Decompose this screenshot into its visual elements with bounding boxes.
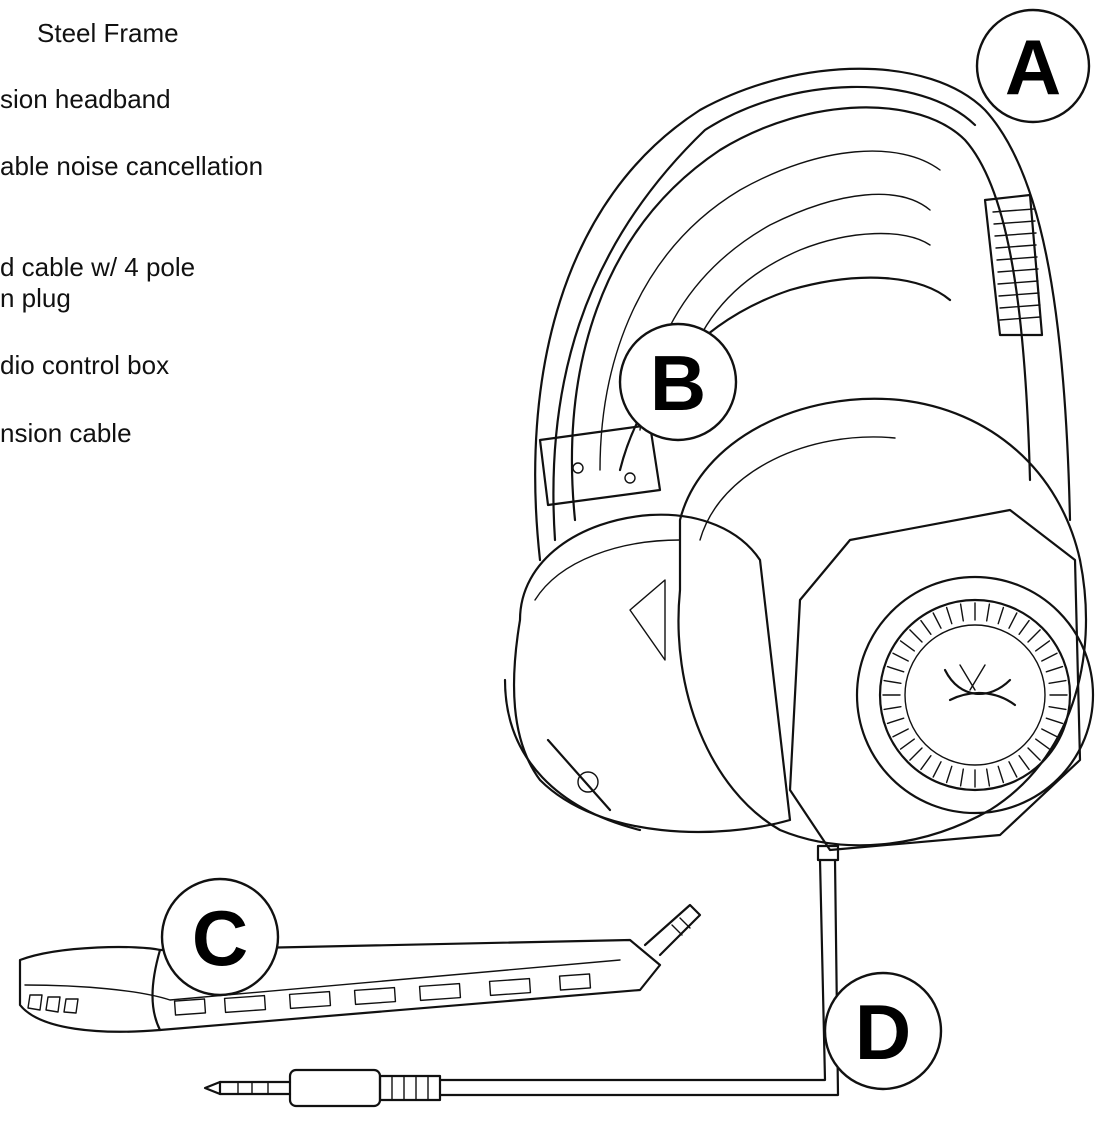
right-ear-cup (677, 397, 1095, 852)
vent-slot (1027, 747, 1041, 761)
vent-slot (1018, 755, 1030, 771)
vent-slot (1048, 679, 1067, 684)
callout-a-label: A (1005, 23, 1061, 111)
callout-a: A (975, 8, 1091, 124)
vent-slot (959, 603, 964, 622)
left-ear-cup (503, 513, 792, 834)
legend-cable-line2: n plug (0, 283, 71, 313)
legend-extension-cable: nsion cable (0, 418, 132, 448)
vent-slot (892, 728, 909, 738)
headband (534, 67, 1072, 562)
vent-slot (1034, 738, 1051, 750)
slider-grip-ridges (992, 208, 1041, 321)
callout-c-label: C (192, 894, 248, 982)
vent-slot (1008, 761, 1018, 778)
four-pole-plug (203, 1068, 442, 1108)
vent-slot (886, 717, 905, 725)
vent-slot (997, 765, 1005, 784)
legend-control-box: dio control box (0, 350, 170, 380)
vent-slot (883, 679, 902, 684)
vent-slot (959, 768, 964, 787)
callout-d: D (823, 971, 943, 1091)
mic-boom-segments (173, 973, 592, 1016)
callout-b: B (618, 322, 738, 442)
vent-slot (886, 665, 905, 673)
vent-slot (945, 765, 953, 784)
vent-slot (986, 603, 991, 622)
legend-headband: sion headband (0, 84, 171, 114)
vent-slot (920, 755, 932, 771)
vent-slot (1048, 706, 1067, 711)
vent-slot (1034, 640, 1051, 652)
vent-slot (1041, 652, 1058, 662)
vent-slot (997, 606, 1005, 625)
hx-logo-icon (943, 664, 1017, 707)
headset-cable (438, 844, 840, 1097)
callout-b-label: B (650, 339, 706, 427)
vent-slot (1008, 612, 1018, 629)
detachable-microphone (18, 903, 702, 1033)
vent-slot (932, 612, 942, 629)
vent-slot (945, 606, 953, 625)
vent-slot (909, 629, 923, 643)
vent-slot (1041, 728, 1058, 738)
mic-vents (27, 994, 79, 1014)
vent-slot (892, 652, 909, 662)
vent-slot (899, 738, 915, 750)
legend-cable-line1: d cable w/ 4 pole (0, 252, 196, 282)
vent-slot (1045, 665, 1064, 673)
vent-slot (909, 747, 923, 761)
vent-slot (899, 640, 915, 652)
callout-c: C (160, 877, 280, 997)
vent-slot (986, 768, 991, 787)
vent-slot (932, 761, 942, 778)
legend-noise-cancellation: able noise cancellation (0, 151, 264, 181)
vent-slot (883, 706, 902, 711)
vent-slot (1018, 619, 1030, 635)
vent-slot (1027, 629, 1041, 643)
legend-steel-frame: Steel Frame (37, 18, 179, 48)
vent-slot (920, 619, 932, 635)
vent-ring (882, 602, 1068, 788)
callout-d-label: D (855, 988, 911, 1076)
vent-slot (1045, 717, 1064, 725)
